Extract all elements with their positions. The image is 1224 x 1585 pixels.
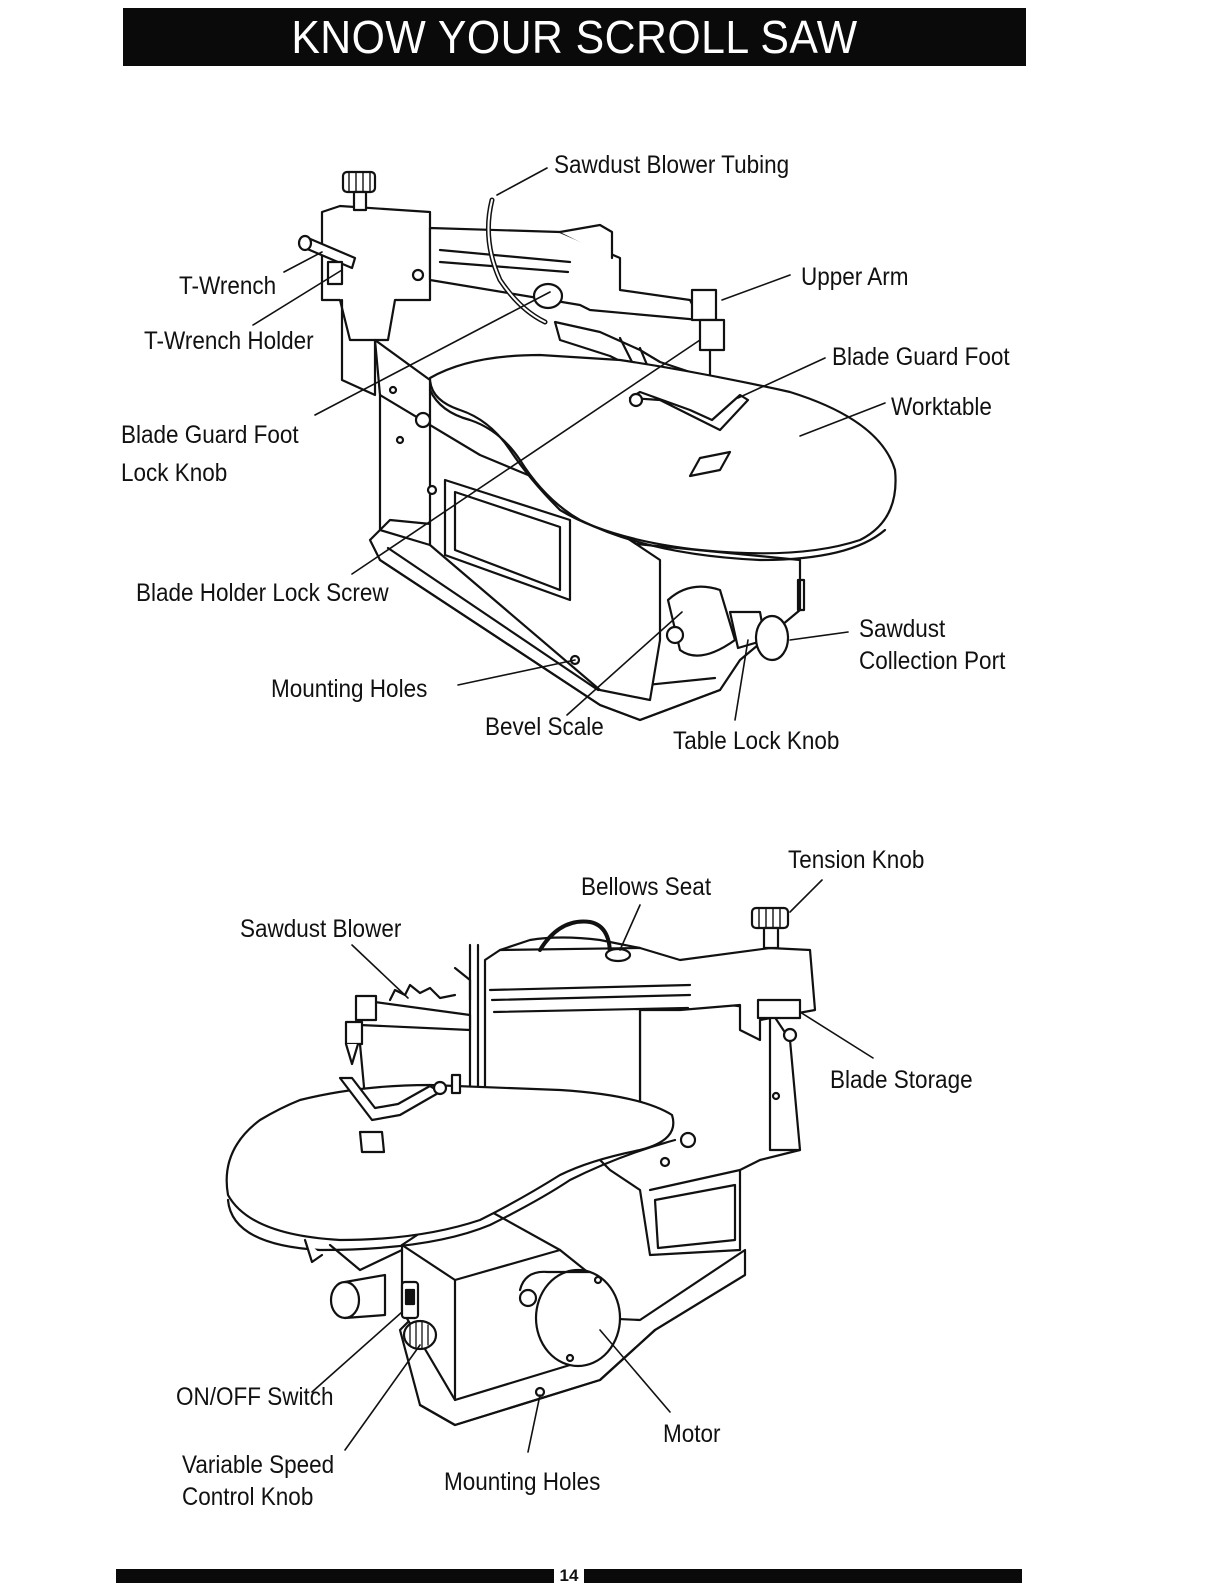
label-blade-storage: Blade Storage — [830, 1066, 973, 1094]
top-leader-lines — [252, 167, 886, 721]
label-sawdust-collection-port-2: Collection Port — [859, 647, 1006, 675]
label-motor: Motor — [663, 1420, 721, 1448]
page-number: 14 — [559, 1566, 579, 1585]
label-upper-arm: Upper Arm — [801, 263, 909, 291]
label-blade-guard-foot-lock-knob-1: Blade Guard Foot — [121, 421, 299, 449]
top-blade-guard-foot — [628, 390, 750, 432]
top-rear-block — [320, 204, 432, 342]
bottom-motor — [534, 1268, 622, 1368]
top-upper-arm — [428, 226, 702, 322]
label-sawdust-collection-port-1: Sawdust — [859, 615, 946, 643]
page-footer: 14 — [116, 1566, 1023, 1585]
footer-bar-right — [584, 1569, 1023, 1583]
label-bevel-scale: Bevel Scale — [485, 713, 604, 741]
label-t-wrench-holder: T-Wrench Holder — [144, 327, 314, 355]
page-title-bar: KNOW YOUR SCROLL SAW — [123, 8, 1026, 66]
footer-bar-left — [116, 1569, 554, 1583]
top-bevel-scale — [666, 585, 737, 657]
label-sawdust-blower-tubing: Sawdust Blower Tubing — [554, 151, 790, 179]
label-table-lock-knob: Table Lock Knob — [673, 727, 840, 755]
label-blade-holder-lock-screw: Blade Holder Lock Screw — [136, 579, 389, 607]
bottom-bellows-tube — [538, 919, 612, 957]
label-t-wrench: T-Wrench — [179, 272, 277, 300]
bottom-worktable — [225, 1083, 675, 1242]
label-blade-guard-foot-lock-knob-2: Lock Knob — [121, 459, 228, 487]
label-variable-speed-1: Variable Speed — [182, 1451, 335, 1479]
label-sawdust-blower: Sawdust Blower — [240, 915, 402, 943]
label-tension-knob: Tension Knob — [788, 846, 925, 874]
top-saw-illustration — [297, 170, 897, 722]
label-variable-speed-2: Control Knob — [182, 1483, 314, 1511]
label-bellows-seat: Bellows Seat — [581, 873, 712, 901]
label-worktable: Worktable — [891, 393, 992, 421]
bottom-tension-knob — [750, 906, 790, 930]
bottom-saw-illustration — [225, 906, 817, 1427]
top-worktable — [428, 353, 897, 555]
label-on-off-switch: ON/OFF Switch — [176, 1383, 334, 1411]
page-title: KNOW YOUR SCROLL SAW — [291, 11, 858, 63]
bottom-upper-arm — [483, 946, 817, 1122]
top-sawdust-port — [754, 614, 790, 662]
bottom-leader-lines — [311, 879, 874, 1453]
bottom-blade-storage — [756, 998, 802, 1020]
label-mounting-holes-bottom: Mounting Holes — [444, 1468, 601, 1496]
label-blade-guard-foot: Blade Guard Foot — [832, 343, 1010, 371]
label-mounting-holes-top: Mounting Holes — [271, 675, 428, 703]
